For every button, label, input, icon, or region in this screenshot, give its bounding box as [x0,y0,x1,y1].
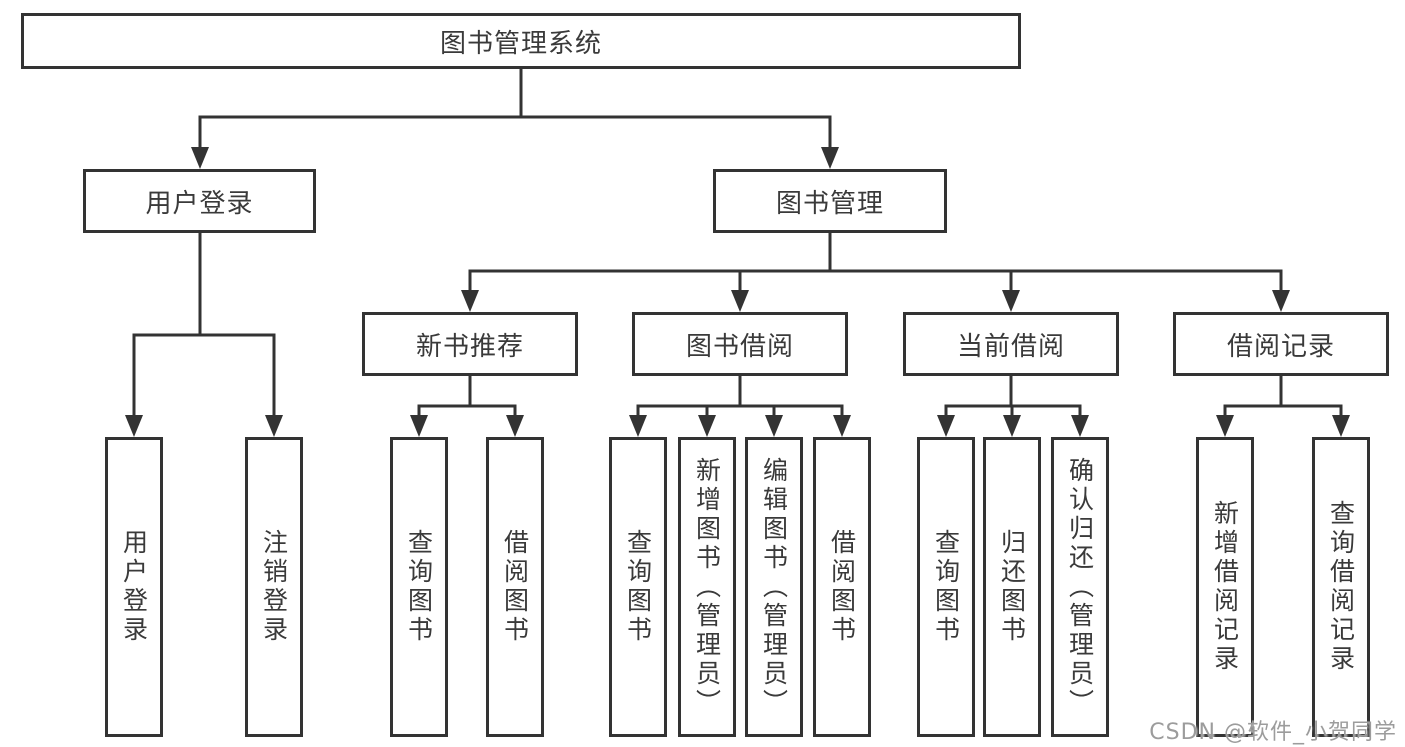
node-edit-book-admin: 编辑图书（管理员） [745,437,803,737]
node-borrow-book-under-recommendation: 借阅图书 [486,437,544,737]
node-current-borrowing: 当前借阅 [903,312,1119,376]
node-confirm-return-admin: 确认归还（管理员） [1051,437,1109,737]
node-borrow-book-leaf: 借阅图书 [813,437,871,737]
node-new-book-recommendation: 新书推荐 [362,312,578,376]
node-return-book-leaf: 归还图书 [983,437,1041,737]
node-borrowing-records: 借阅记录 [1173,312,1389,376]
node-user-login-branch: 用户登录 [83,169,316,233]
node-book-borrowing: 图书借阅 [632,312,848,376]
node-query-book-under-borrowing: 查询图书 [609,437,667,737]
node-user-login-leaf: 用户登录 [105,437,163,737]
connector-newbookrec-to-children [410,374,524,437]
node-logout-leaf: 注销登录 [245,437,303,737]
node-query-book-under-recommendation: 查询图书 [390,437,448,737]
connector-borrowrecords-to-children [1216,374,1350,437]
node-add-book-admin: 新增图书（管理员） [678,437,736,737]
connector-root-to-level2 [191,67,839,169]
csdn-watermark: CSDN @软件_小贺同学 [1149,720,1397,745]
connector-bookborrow-to-children [629,374,851,437]
node-library-management-system: 图书管理系统 [21,13,1021,69]
connector-bookmgmt-to-level3 [461,231,1290,312]
connector-userlogin-to-children [125,231,283,437]
connector-currentborrow-to-children [937,374,1089,437]
node-query-book-under-current: 查询图书 [917,437,975,737]
node-add-borrow-record: 新增借阅记录 [1196,437,1254,737]
node-book-management-branch: 图书管理 [713,169,947,233]
node-query-borrow-record: 查询借阅记录 [1312,437,1370,737]
